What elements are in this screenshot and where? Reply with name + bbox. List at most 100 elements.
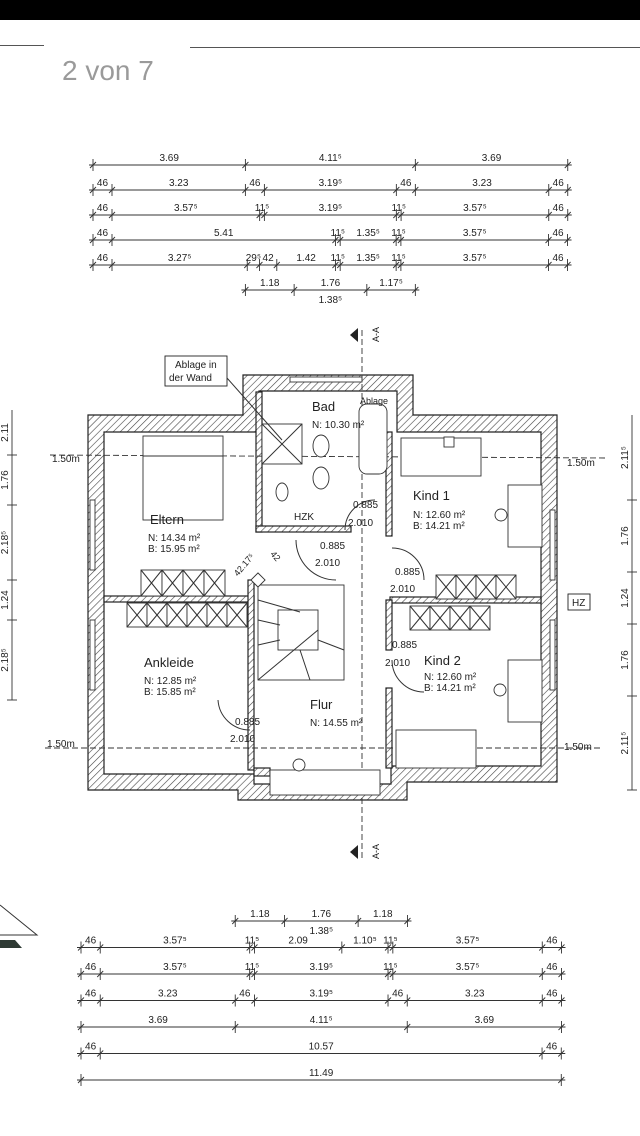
dimension-label: 3.57⁵ — [174, 203, 198, 214]
dimension-tick — [96, 970, 104, 978]
door-width: 0.885 — [395, 567, 420, 578]
dimension-tick — [393, 186, 400, 194]
dimension-tick — [389, 970, 397, 978]
dimension-label: 46 — [97, 228, 109, 239]
height-label: 1.50m — [564, 742, 592, 753]
dimension-tick — [384, 944, 392, 951]
shaft-dimension: 42.17⁵ — [232, 551, 257, 578]
dimension-tick — [404, 917, 411, 925]
dimension-label: 3.19⁵ — [319, 178, 343, 189]
dimension-tick — [332, 261, 339, 269]
dimension-label: 3.27⁵ — [168, 253, 192, 264]
dimension-label: 1.18 — [250, 909, 270, 920]
dimension-tick — [246, 944, 253, 951]
shaft-dimension: 42 — [268, 549, 282, 563]
door-height: 2.010 — [348, 518, 373, 529]
dimension-tick — [108, 261, 116, 269]
dimension-label: 1.76 — [312, 909, 332, 920]
dimension-label: 4.11⁵ — [310, 1015, 333, 1026]
height-label: 1.50m — [52, 454, 80, 465]
room-name: Bad — [312, 399, 335, 414]
dimension-label: 3.69 — [482, 153, 502, 164]
dimension-tick — [96, 944, 104, 951]
dimension-tick — [242, 161, 249, 169]
room-area: N: 12.60 m² — [413, 510, 466, 521]
room-name: Eltern — [150, 512, 184, 527]
dimension-label: 2.11 — [0, 423, 11, 442]
dimension-tick — [392, 261, 400, 269]
dimension-label: 3.57⁵ — [456, 936, 480, 947]
dimension-label: 46 — [85, 936, 97, 947]
dimension-label: 46 — [552, 228, 564, 239]
dimension-label: 1.76 — [620, 650, 631, 670]
dimension-label: 1.38⁵ — [319, 295, 343, 306]
dimension-label: 11⁵ — [391, 228, 406, 239]
section-label: A-A — [371, 327, 381, 342]
dimension-tick — [403, 997, 411, 1004]
room-area: N: 12.60 m² — [424, 672, 477, 683]
dimension-tick — [538, 970, 546, 978]
room-area: N: 10.30 m² — [312, 420, 365, 431]
door-width: 0.885 — [353, 500, 378, 511]
dimension-tick — [545, 186, 553, 194]
dimension-label: 3.57⁵ — [463, 203, 487, 214]
dimension-tick — [96, 997, 104, 1004]
door-height: 2.010 — [230, 734, 255, 745]
dimension-tick — [397, 211, 405, 219]
annotation-hz: HZ — [572, 598, 585, 609]
height-label: 1.50m — [47, 739, 75, 750]
dimension-tick — [384, 970, 392, 978]
room-area: N: 14.55 m² — [310, 718, 363, 729]
section-label: A-A — [371, 844, 381, 859]
dimension-tick — [397, 261, 405, 269]
dimension-tick — [246, 970, 253, 978]
furniture — [126, 403, 543, 796]
divider — [190, 47, 640, 48]
door-width: 0.885 — [392, 640, 417, 651]
dimension-label: 46 — [546, 936, 558, 947]
dimension-tick — [332, 236, 339, 244]
door-width: 0.885 — [235, 717, 260, 728]
door-height: 2.010 — [315, 558, 340, 569]
dimension-tick — [261, 186, 268, 194]
dimension-tick — [256, 211, 263, 219]
dimension-tick — [336, 261, 344, 269]
dimension-tick — [384, 997, 392, 1004]
dimension-label: 1.76 — [620, 526, 631, 546]
dimension-tick — [558, 944, 565, 951]
logo-fragment — [0, 940, 22, 948]
door-height: 2.010 — [390, 584, 415, 595]
dimension-tick — [564, 211, 572, 219]
dimension-label: 3.23 — [472, 178, 492, 189]
dimension-label: 1.42 — [296, 253, 316, 264]
dimension-tick — [290, 286, 298, 294]
dimension-tick — [108, 186, 116, 194]
dimension-tick — [564, 186, 572, 194]
room-area: N: 14.34 m² — [148, 533, 201, 544]
dimension-label: 4.11⁵ — [319, 153, 342, 164]
dimension-tick — [96, 1050, 104, 1057]
status-bar — [0, 0, 640, 20]
dimension-label: 3.19⁵ — [309, 989, 333, 1000]
dimension-label: 46 — [85, 962, 97, 973]
dimension-tick — [242, 286, 249, 294]
room-area: B: 14.21 m² — [424, 683, 476, 694]
dimension-label: 46 — [249, 178, 261, 189]
dimension-tick — [363, 286, 371, 294]
dimension-tick — [89, 261, 97, 269]
annotation-hzk: HZK — [294, 512, 314, 523]
annotation-ablage-wand: Ablage in — [175, 360, 217, 371]
dimension-label: 11⁵ — [331, 228, 346, 239]
dimension-tick — [412, 286, 419, 294]
dimension-label: 1.10⁵ — [353, 936, 377, 947]
dimension-label: 3.19⁵ — [319, 203, 343, 214]
dimension-label: 46 — [85, 989, 97, 1000]
dimension-tick — [251, 944, 258, 951]
dimension-label: 46 — [400, 178, 412, 189]
dimension-label: 46 — [97, 203, 109, 214]
dimension-label: 5.41 — [214, 228, 234, 239]
dimension-label: 1.24 — [620, 588, 631, 608]
dimension-tick — [242, 186, 249, 194]
door-height: 2.010 — [385, 658, 410, 669]
dimension-label: 1.35⁵ — [356, 228, 380, 239]
